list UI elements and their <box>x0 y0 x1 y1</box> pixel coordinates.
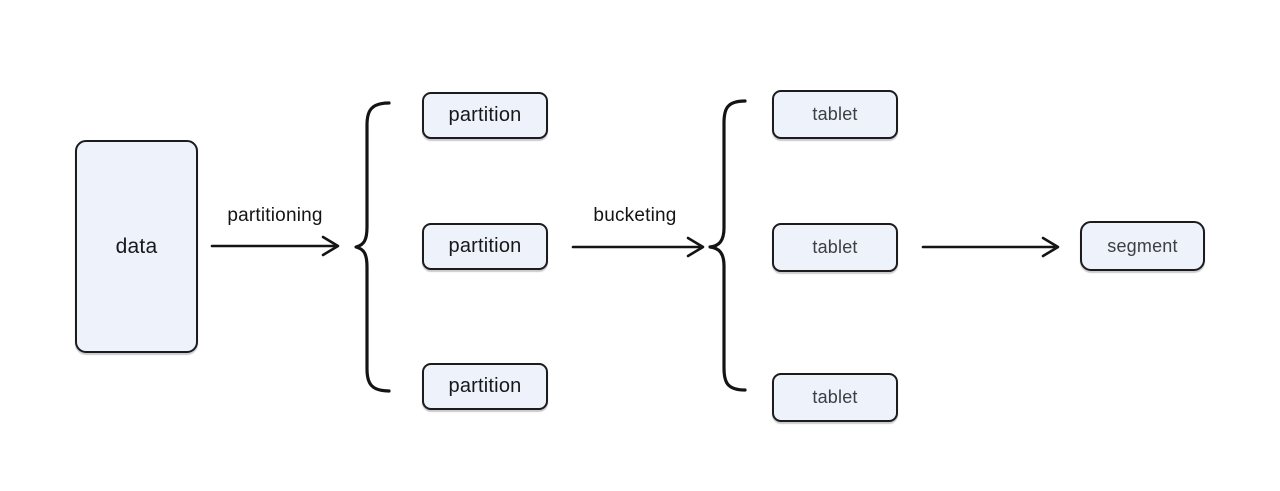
tablet-node-3: tablet <box>772 373 898 422</box>
partitioning-label: partitioning <box>227 205 323 226</box>
tablet-node-2: tablet <box>772 223 898 272</box>
segment-arrow <box>921 236 1060 258</box>
partition-group-brace <box>354 101 391 393</box>
bucketing-label: bucketing <box>593 205 677 226</box>
partition-node-3: partition <box>422 363 548 410</box>
segment-node: segment <box>1080 221 1205 271</box>
partition-node-1: partition <box>422 92 548 139</box>
partition-node-2: partition <box>422 223 548 270</box>
data-node: data <box>75 140 198 353</box>
tablet-group-brace <box>708 99 747 392</box>
partitioning-arrow <box>210 235 340 257</box>
bucketing-arrow <box>571 236 705 258</box>
tablet-node-1: tablet <box>772 90 898 139</box>
